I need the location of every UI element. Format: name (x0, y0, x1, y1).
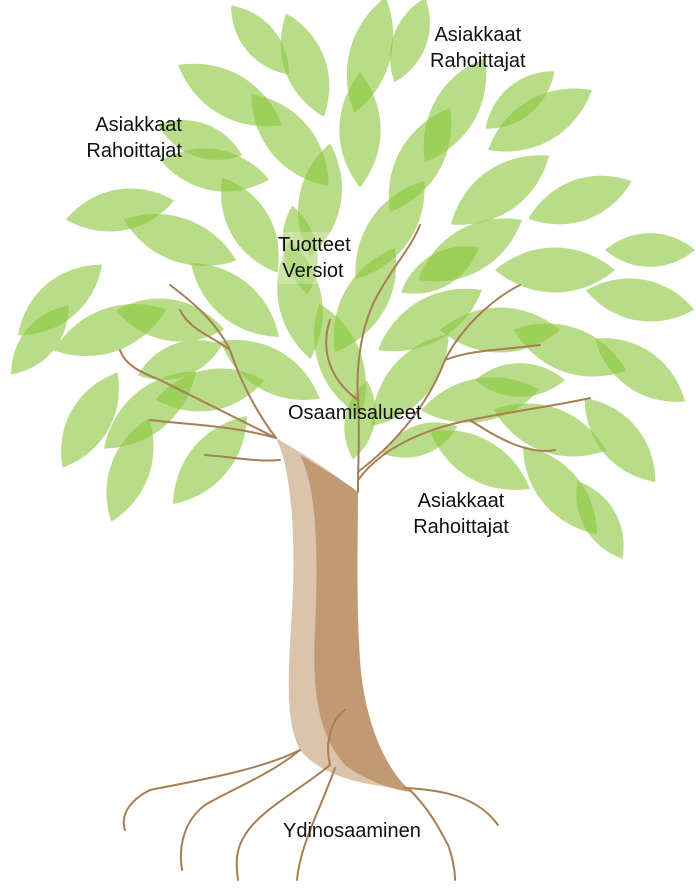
label-center: Tuotteet Versiot (278, 232, 348, 284)
label-center-line1: Tuotteet (278, 232, 348, 258)
label-top-left: Asiakkaat Rahoittajat (60, 112, 182, 164)
label-lower-right-line1: Asiakkaat (400, 488, 522, 514)
label-top-right: Asiakkaat Rahoittajat (430, 22, 526, 74)
label-top-right-line2: Rahoittajat (430, 48, 526, 74)
label-roots: Ydinosaaminen (283, 818, 421, 844)
label-lower-right-line2: Rahoittajat (400, 514, 522, 540)
label-top-left-line1: Asiakkaat (60, 112, 182, 138)
label-trunk-top: Osaamisalueet (288, 400, 421, 426)
label-roots-text: Ydinosaaminen (283, 818, 421, 844)
leaf (605, 233, 695, 267)
label-center-line2: Versiot (278, 258, 348, 284)
label-top-right-line1: Asiakkaat (430, 22, 526, 48)
label-lower-right: Asiakkaat Rahoittajat (400, 488, 522, 540)
label-trunk-top-text: Osaamisalueet (288, 400, 421, 426)
label-top-left-line2: Rahoittajat (60, 138, 182, 164)
